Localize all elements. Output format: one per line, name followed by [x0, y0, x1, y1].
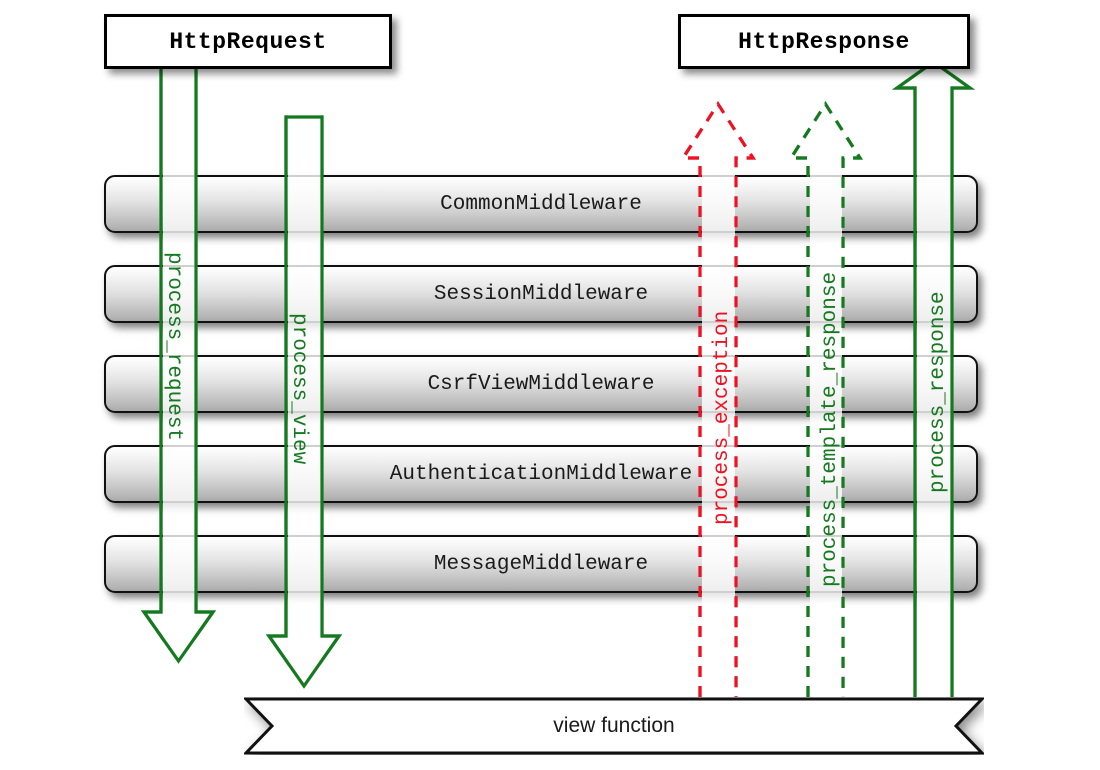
middleware-label: CommonMiddleware — [440, 192, 642, 216]
middleware-label: AuthenticationMiddleware — [389, 462, 693, 486]
flow-label-process-response: process_response — [927, 291, 950, 493]
middleware-label: CsrfViewMiddleware — [427, 372, 655, 396]
middleware-bar[interactable]: MessageMiddleware — [104, 535, 978, 593]
middleware-bar[interactable]: CsrfViewMiddleware — [104, 355, 978, 413]
http-response-box[interactable]: HttpResponse — [678, 14, 970, 69]
view-function-shape — [242, 697, 986, 755]
flow-label-process-exception: process_exception — [711, 310, 734, 525]
view-function-banner[interactable]: view function — [242, 697, 986, 755]
flow-label-process-request: process_request — [162, 252, 185, 442]
flow-label-process-template-response: process_template_response — [819, 271, 842, 587]
middleware-bar[interactable]: CommonMiddleware — [104, 175, 978, 233]
middleware-label: MessageMiddleware — [433, 552, 649, 576]
http-response-label: HttpResponse — [738, 28, 910, 55]
middleware-bar[interactable]: AuthenticationMiddleware — [104, 445, 978, 503]
middleware-bar[interactable]: SessionMiddleware — [104, 265, 978, 323]
middleware-label: SessionMiddleware — [433, 282, 649, 306]
flow-label-process-view: process_view — [287, 313, 310, 465]
http-request-label: HttpRequest — [169, 28, 327, 55]
http-request-box[interactable]: HttpRequest — [104, 14, 392, 69]
